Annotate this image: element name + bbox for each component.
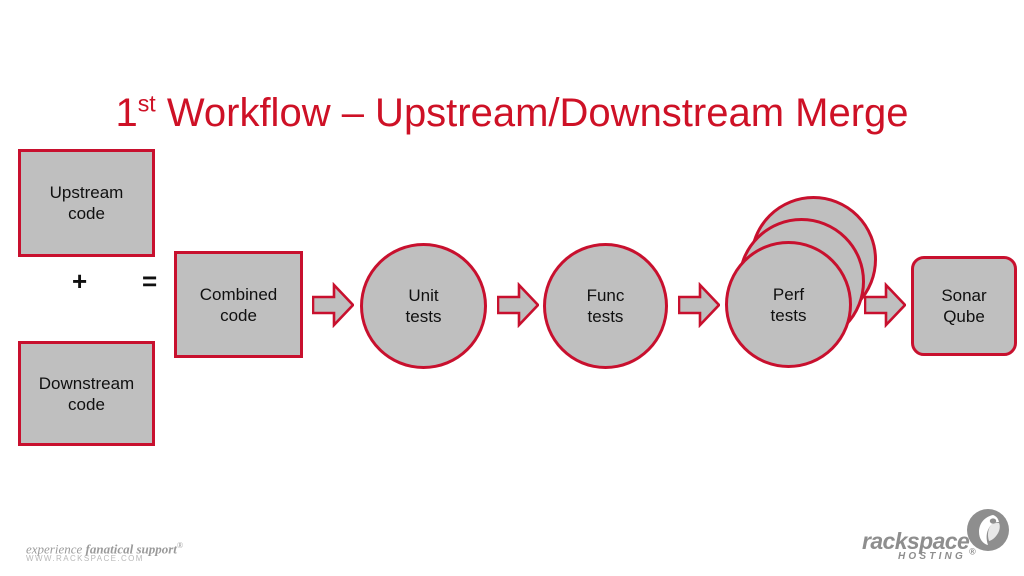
node-upstream-code-label: Upstream code bbox=[49, 183, 124, 223]
rackspace-wordmark: rackspace® bbox=[862, 528, 976, 564]
node-upstream-code[interactable]: Upstream code bbox=[18, 149, 155, 257]
footer-registered-mark: ® bbox=[176, 541, 183, 550]
footer-tagline-strong: fanatical support bbox=[85, 541, 177, 557]
rackspace-subword: HOSTING bbox=[898, 551, 966, 562]
node-func-tests-label: Func tests bbox=[586, 286, 625, 326]
arrow-right-icon-perf-to-sonar bbox=[864, 282, 906, 328]
arrow-right-icon-combined-to-unit bbox=[312, 282, 354, 328]
node-sonar-qube[interactable]: Sonar Qube bbox=[911, 256, 1017, 356]
title-superscript: st bbox=[137, 90, 156, 117]
footer-tagline: experience fanatical support® bbox=[26, 538, 183, 556]
node-unit-tests[interactable]: Unit tests bbox=[360, 243, 487, 369]
title-prefix: 1 bbox=[115, 90, 138, 135]
node-func-tests[interactable]: Func tests bbox=[543, 243, 668, 369]
node-downstream-code-label: Downstream code bbox=[38, 373, 135, 414]
node-perf-tests-label: Perf tests bbox=[770, 284, 807, 325]
node-combined-code[interactable]: Combined code bbox=[174, 251, 303, 358]
title-rest: Workflow – Upstream/Downstream Merge bbox=[155, 90, 909, 135]
node-unit-tests-label: Unit tests bbox=[405, 286, 442, 326]
node-perf-tests[interactable]: Perf tests bbox=[725, 196, 877, 368]
footer-tagline-lead: experience bbox=[26, 541, 86, 557]
plus-operator: + bbox=[72, 266, 88, 296]
equals-operator: = bbox=[142, 266, 158, 296]
arrow-right-icon-func-to-perf bbox=[678, 282, 720, 328]
footer-url: WWW.RACKSPACE.COM bbox=[26, 554, 144, 563]
rackspace-logo: rackspace® HOSTING bbox=[862, 508, 1012, 566]
perf-tests-stack-circle-front: Perf tests bbox=[725, 241, 852, 368]
rackspace-registered-mark: ® bbox=[969, 546, 976, 557]
node-sonar-qube-label: Sonar Qube bbox=[941, 286, 987, 326]
rackspace-bird-mark-icon bbox=[966, 508, 1010, 552]
rackspace-wordmark-text: rackspace bbox=[862, 528, 970, 554]
page-title: 1st Workflow – Upstream/Downstream Merge bbox=[0, 89, 1024, 137]
node-combined-code-label: Combined code bbox=[199, 284, 278, 325]
arrow-right-icon-unit-to-func bbox=[497, 282, 539, 328]
node-downstream-code[interactable]: Downstream code bbox=[18, 341, 155, 446]
